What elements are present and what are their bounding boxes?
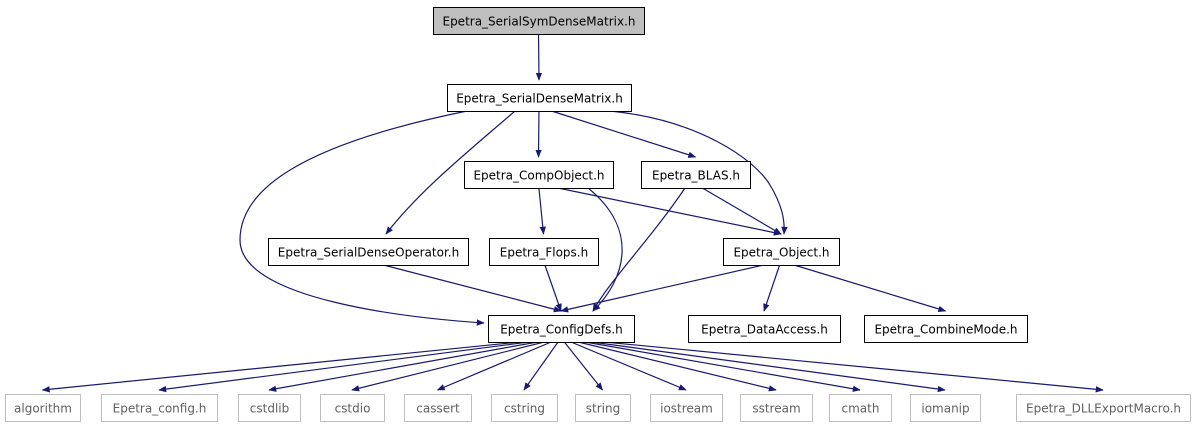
edge-obj-to-cfg: [560, 264, 764, 313]
node-box-comp: [464, 161, 614, 189]
edge-blas-to-obj: [702, 187, 782, 235]
node-label-cfg: Epetra_ConfigDefs.h: [500, 323, 623, 337]
edge-comp-to-flops: [538, 187, 546, 235]
edge-cfg-to-cstdlib: [268, 341, 538, 392]
node-box-econfig: [101, 394, 218, 422]
edge-cfg-to-sstream: [578, 341, 777, 392]
node-sstream: sstream: [740, 394, 813, 422]
edges-layer: [41, 33, 1104, 393]
edge-sdm-to-obj: [609, 110, 788, 235]
node-box-sdo: [268, 238, 469, 266]
node-label-sstream: sstream: [752, 402, 800, 416]
node-box-sdm: [447, 84, 632, 112]
edge-cfg-to-iomanip: [591, 341, 946, 393]
node-label-iostream: iostream: [660, 402, 713, 416]
node-cmath: cmath: [829, 394, 892, 422]
node-box-cstdio: [320, 394, 385, 422]
edge-cfg-to-iostream: [570, 341, 687, 391]
node-label-cstdlib: cstdlib: [250, 402, 289, 416]
edge-sdm-to-sdo: [385, 110, 516, 235]
node-cassert: cassert: [404, 394, 472, 422]
node-iomanip: iomanip: [910, 394, 981, 422]
node-label-obj: Epetra_Object.h: [733, 246, 829, 260]
edge-cfg-to-dll: [604, 341, 1104, 393]
node-box-cstdlib: [238, 394, 301, 422]
node-label-sdm: Epetra_SerialDenseMatrix.h: [456, 92, 623, 106]
node-sdm[interactable]: Epetra_SerialDenseMatrix.h: [447, 84, 632, 112]
node-cfg[interactable]: Epetra_ConfigDefs.h: [488, 315, 635, 343]
node-econfig: Epetra_config.h: [101, 394, 218, 422]
edge-cfg-to-econfig: [158, 341, 529, 393]
node-flops[interactable]: Epetra_Flops.h: [489, 238, 599, 266]
node-box-algorithm: [5, 394, 81, 422]
node-box-iostream: [650, 394, 723, 422]
edge-flops-to-cfg: [544, 264, 562, 312]
edge-cfg-to-algorithm: [41, 341, 520, 393]
edge-sdo-to-cfg: [383, 264, 562, 313]
node-label-iomanip: iomanip: [921, 402, 969, 416]
node-label-string: string: [586, 402, 620, 416]
node-box-cm: [864, 315, 1028, 343]
node-cstdio: cstdio: [320, 394, 385, 422]
node-da[interactable]: Epetra_DataAccess.h: [688, 315, 841, 343]
node-box-ssdm: [433, 7, 645, 35]
node-label-ssdm: Epetra_SerialSymDenseMatrix.h: [442, 15, 635, 29]
node-label-comp: Epetra_CompObject.h: [473, 169, 604, 183]
node-box-iomanip: [910, 394, 981, 422]
node-label-cmath: cmath: [842, 402, 880, 416]
edge-cfg-to-cassert: [436, 341, 552, 391]
node-obj[interactable]: Epetra_Object.h: [723, 238, 840, 266]
node-box-cstring: [491, 394, 558, 422]
edge-sdm-to-cfg: [239, 110, 485, 326]
edge-cfg-to-string: [563, 341, 603, 391]
node-box-cfg: [488, 315, 635, 343]
node-label-econfig: Epetra_config.h: [113, 402, 207, 416]
node-algorithm: algorithm: [5, 394, 81, 422]
node-box-blas: [641, 161, 751, 189]
node-label-dll: Epetra_DLLExportMacro.h: [1026, 402, 1181, 416]
node-box-dll: [1016, 394, 1191, 422]
edge-obj-to-cm: [793, 264, 947, 312]
nodes-layer: Epetra_SerialSymDenseMatrix.hEpetra_Seri…: [5, 7, 1191, 422]
edge-cfg-to-cmath: [584, 341, 861, 392]
node-box-da: [688, 315, 841, 343]
node-cstdlib: cstdlib: [238, 394, 301, 422]
node-blas[interactable]: Epetra_BLAS.h: [641, 161, 751, 189]
node-iostream: iostream: [650, 394, 723, 422]
node-cstring: cstring: [491, 394, 558, 422]
node-label-cstdio: cstdio: [335, 402, 371, 416]
edge-cfg-to-cstring: [523, 341, 559, 391]
node-string: string: [575, 394, 631, 422]
edge-sdm-to-blas: [551, 110, 697, 158]
node-label-cstring: cstring: [504, 402, 545, 416]
node-box-flops: [489, 238, 599, 266]
node-label-cassert: cassert: [416, 402, 460, 416]
edge-obj-to-da: [763, 264, 781, 312]
node-label-blas: Epetra_BLAS.h: [652, 169, 740, 183]
edge-comp-to-obj: [557, 187, 782, 236]
node-label-sdo: Epetra_SerialDenseOperator.h: [278, 246, 459, 260]
edge-blas-to-cfg: [592, 187, 686, 312]
node-dll: Epetra_DLLExportMacro.h: [1016, 394, 1191, 422]
node-box-obj: [723, 238, 840, 266]
node-box-sstream: [740, 394, 813, 422]
node-label-algorithm: algorithm: [14, 402, 72, 416]
node-label-flops: Epetra_Flops.h: [500, 246, 588, 260]
edge-cfg-to-cstdio: [351, 341, 545, 392]
node-box-string: [575, 394, 631, 422]
node-label-da: Epetra_DataAccess.h: [701, 323, 828, 337]
node-sdo[interactable]: Epetra_SerialDenseOperator.h: [268, 238, 469, 266]
node-ssdm[interactable]: Epetra_SerialSymDenseMatrix.h: [433, 7, 645, 35]
node-box-cmath: [829, 394, 892, 422]
edge-comp-to-cfg: [587, 187, 623, 312]
node-comp[interactable]: Epetra_CompObject.h: [464, 161, 614, 189]
node-cm[interactable]: Epetra_CombineMode.h: [864, 315, 1028, 343]
node-label-cm: Epetra_CombineMode.h: [874, 323, 1017, 337]
node-box-cassert: [404, 394, 472, 422]
